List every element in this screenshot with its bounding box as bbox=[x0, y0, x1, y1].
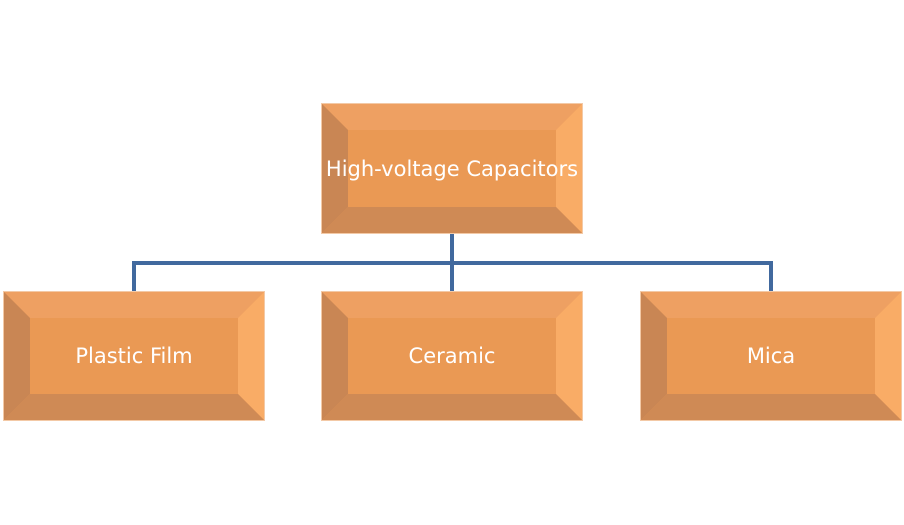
connector-mica bbox=[769, 261, 773, 291]
node-ceramic[interactable]: Ceramic bbox=[321, 291, 583, 421]
connector-root-trunk bbox=[450, 234, 454, 264]
node-plastic-film[interactable]: Plastic Film bbox=[3, 291, 265, 421]
node-label: Plastic Film bbox=[75, 344, 193, 368]
node-mica[interactable]: Mica bbox=[640, 291, 902, 421]
node-label: High-voltage Capacitors bbox=[325, 156, 579, 181]
node-label: Mica bbox=[746, 344, 796, 368]
node-label: Ceramic bbox=[408, 344, 496, 368]
connector-ceramic bbox=[450, 261, 454, 291]
connector-plastic-film bbox=[132, 261, 136, 291]
node-root[interactable]: High-voltage Capacitors bbox=[321, 103, 583, 234]
